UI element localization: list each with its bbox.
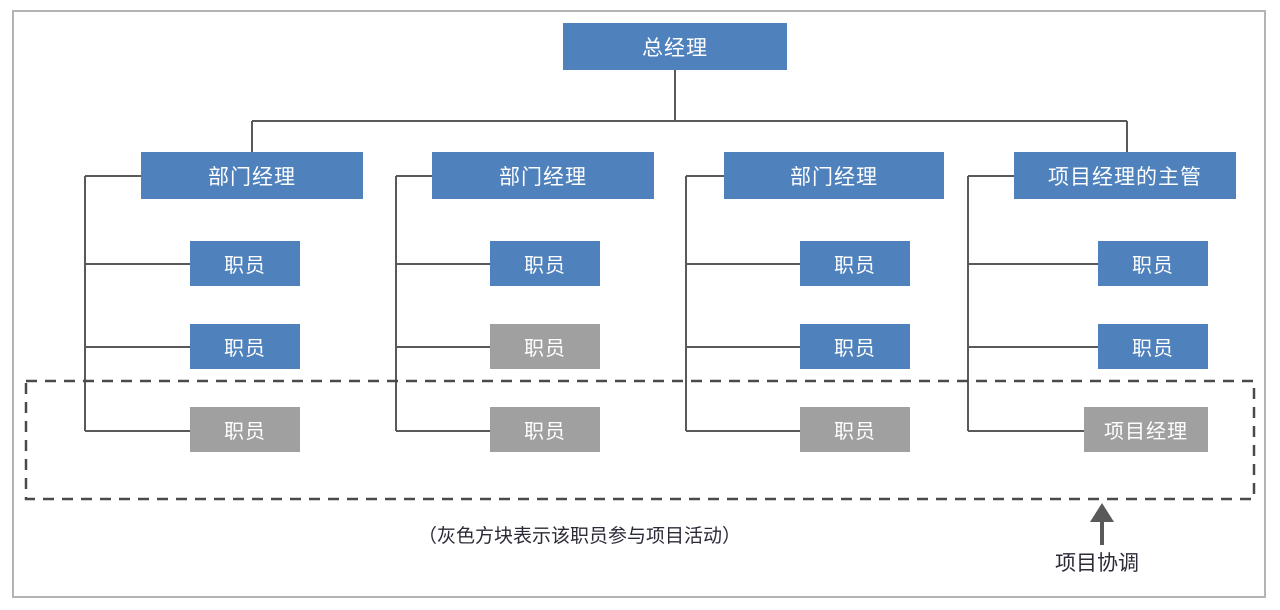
node-col1-member-1[interactable]: 职员	[190, 241, 300, 286]
node-col4-member-1[interactable]: 职员	[1098, 241, 1208, 286]
node-col1-member-2[interactable]: 职员	[190, 324, 300, 369]
legend-caption: （灰色方块表示该职员参与项目活动）	[418, 526, 742, 547]
node-general-manager[interactable]: 总经理	[563, 23, 787, 70]
node-label: 职员	[834, 255, 876, 277]
node-label: 职员	[834, 421, 876, 443]
node-label: 总经理	[642, 36, 708, 60]
node-label: 部门经理	[790, 165, 878, 189]
node-col2-member-1[interactable]: 职员	[490, 241, 600, 286]
node-label: 职员	[1132, 338, 1174, 360]
node-label: 职员	[224, 338, 266, 360]
node-label: 职员	[524, 338, 566, 360]
node-col2-member-3[interactable]: 职员	[490, 407, 600, 452]
node-label: 职员	[224, 255, 266, 277]
node-label: 职员	[524, 255, 566, 277]
node-col2-manager[interactable]: 部门经理	[432, 152, 654, 199]
node-col4-member-3[interactable]: 项目经理	[1084, 407, 1208, 452]
node-col1-member-3[interactable]: 职员	[190, 407, 300, 452]
node-col3-member-2[interactable]: 职员	[800, 324, 910, 369]
annotation-project-coordination: 项目协调	[1055, 552, 1139, 575]
outer-frame	[12, 10, 1266, 598]
node-label: 职员	[834, 338, 876, 360]
node-label: 项目经理	[1104, 421, 1188, 443]
node-col1-manager[interactable]: 部门经理	[141, 152, 363, 199]
node-label: 职员	[524, 421, 566, 443]
node-label: 部门经理	[208, 165, 296, 189]
node-col3-member-3[interactable]: 职员	[800, 407, 910, 452]
node-col3-member-1[interactable]: 职员	[800, 241, 910, 286]
node-col4-member-2[interactable]: 职员	[1098, 324, 1208, 369]
up-arrow-icon	[1090, 503, 1114, 545]
node-col3-manager[interactable]: 部门经理	[724, 152, 944, 199]
node-label: 部门经理	[499, 165, 587, 189]
node-label: 职员	[1132, 255, 1174, 277]
node-label: 项目经理的主管	[1048, 165, 1202, 189]
node-col2-member-2[interactable]: 职员	[490, 324, 600, 369]
node-col4-manager[interactable]: 项目经理的主管	[1014, 152, 1236, 199]
project-region-dashed-box	[24, 379, 1256, 501]
node-label: 职员	[224, 421, 266, 443]
